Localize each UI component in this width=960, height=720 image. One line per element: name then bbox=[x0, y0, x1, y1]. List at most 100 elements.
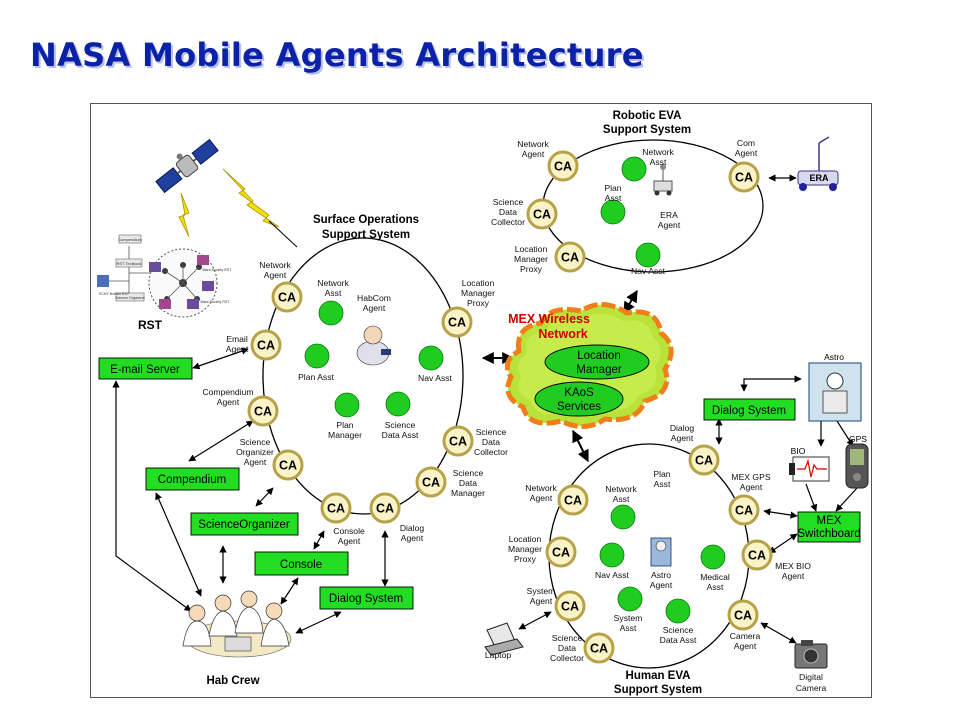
ca-node: CA bbox=[272, 449, 304, 481]
agent-label: Data bbox=[459, 478, 477, 488]
agent-label: Console bbox=[333, 526, 365, 536]
ca-node: CA bbox=[727, 599, 759, 631]
agent-label: Collector bbox=[491, 217, 525, 227]
agent-label: Network bbox=[642, 147, 674, 157]
email-server-label: E-mail Server bbox=[110, 364, 180, 376]
dialog-system-label: Dialog System bbox=[329, 593, 403, 605]
era-robot-icon: ERA bbox=[797, 136, 839, 191]
email-crew-link bbox=[112, 380, 192, 612]
agent-label: Network bbox=[525, 483, 557, 493]
ca-node: CA bbox=[320, 492, 352, 524]
human-eva-title: Human EVA bbox=[626, 670, 691, 682]
agent-label: Medical bbox=[700, 572, 730, 582]
agent-label: Nav Asst bbox=[631, 266, 666, 276]
agent-label: Data bbox=[558, 643, 576, 653]
assistant-node bbox=[621, 156, 647, 182]
ca-node: CA bbox=[369, 492, 401, 524]
ca-label: CA bbox=[278, 291, 296, 305]
agent-label: Agent bbox=[734, 641, 757, 651]
agent-labels: NetworkAgentScienceDataCollectorLocation… bbox=[202, 138, 811, 663]
agent-label: System bbox=[614, 613, 643, 623]
agent-label: MEX GPS bbox=[731, 472, 770, 482]
ca-label: CA bbox=[376, 502, 394, 516]
assistant-nodes bbox=[304, 156, 726, 624]
ca-label: CA bbox=[449, 435, 467, 449]
agent-label: Agent bbox=[530, 596, 553, 606]
gps-switch-link bbox=[835, 487, 858, 512]
compendium-link bbox=[188, 420, 254, 462]
bio-switch-link bbox=[805, 483, 818, 512]
ca-node: CA bbox=[271, 281, 303, 313]
hab-crew-label: Hab Crew bbox=[206, 675, 259, 687]
agent-label: Agent bbox=[671, 433, 694, 443]
satellite-link bbox=[268, 220, 298, 248]
agent-label: Organizer bbox=[236, 447, 274, 457]
assistant-node bbox=[635, 242, 661, 268]
robotic-eva-title: Robotic EVA bbox=[613, 110, 682, 122]
ca-node: CA bbox=[583, 632, 615, 664]
agent-label: Dialog bbox=[400, 523, 425, 533]
rst-cluster-icon: Compendium RST Textbook Mars Society RST… bbox=[97, 234, 233, 318]
rst-label: RST bbox=[138, 318, 163, 332]
assistant-node bbox=[385, 391, 411, 417]
console-label: Console bbox=[280, 559, 322, 571]
ca-node: CA bbox=[557, 484, 589, 516]
bio-monitor-icon bbox=[789, 456, 830, 482]
ca-label: CA bbox=[695, 454, 713, 468]
ca-node: CA bbox=[728, 161, 760, 193]
ca-node: CA bbox=[526, 198, 558, 230]
compendium-box bbox=[145, 467, 240, 491]
lightning-icon bbox=[222, 168, 280, 228]
bio-agent-link bbox=[768, 533, 798, 554]
rover-icon bbox=[653, 164, 673, 196]
hab-crew-icon bbox=[182, 590, 292, 658]
agent-label: Agent bbox=[264, 270, 287, 280]
agent-label: Data Asst bbox=[382, 430, 419, 440]
agent-label: Collector bbox=[550, 653, 584, 663]
assistant-node bbox=[418, 345, 444, 371]
agent-label: Astro bbox=[651, 570, 671, 580]
lightning-icon bbox=[178, 192, 190, 238]
science-organizer-link bbox=[255, 487, 274, 507]
rst-mini-label: Mars Society RST bbox=[201, 300, 231, 304]
agent-label: Agent bbox=[522, 149, 545, 159]
astro-gps-link bbox=[836, 420, 854, 447]
compendium-label: Compendium bbox=[158, 474, 226, 486]
console-crew-link bbox=[280, 577, 299, 605]
astro-device-icon bbox=[808, 362, 862, 422]
assistant-node bbox=[665, 598, 691, 624]
ca-node: CA bbox=[554, 241, 586, 273]
agent-label: Proxy bbox=[467, 298, 490, 308]
agent-label: Agent bbox=[244, 457, 267, 467]
science-organizer-box bbox=[190, 512, 299, 536]
assistant-node bbox=[334, 392, 360, 418]
mex-switchboard-label: MEX bbox=[817, 515, 842, 527]
assistant-node bbox=[318, 300, 344, 326]
ca-label: CA bbox=[254, 405, 272, 419]
mex-robotic-link bbox=[623, 289, 638, 315]
page-title: NASA Mobile Agents Architecture bbox=[30, 36, 644, 74]
astro-dialog-link bbox=[740, 375, 802, 392]
agent-label: Agent bbox=[401, 533, 424, 543]
ca-node: CA bbox=[741, 539, 773, 571]
agent-label: Compendium bbox=[202, 387, 253, 397]
agent-label: Science bbox=[552, 633, 583, 643]
mex-switchboard-label: Switchboard bbox=[797, 528, 860, 540]
laptop-icon bbox=[484, 622, 524, 656]
agent-label: Proxy bbox=[514, 554, 537, 564]
ca-node: CA bbox=[441, 306, 473, 338]
email-link bbox=[192, 347, 249, 370]
human-eva-subtitle: Support System bbox=[614, 684, 702, 696]
digital-camera-icon bbox=[794, 640, 828, 669]
agent-label: Agent bbox=[217, 397, 240, 407]
rst-mini-label: Science Organizer bbox=[115, 296, 145, 300]
assistant-node bbox=[304, 343, 330, 369]
rst-mini-label: Mars Society RST bbox=[203, 268, 233, 272]
agent-label: Nav Asst bbox=[418, 373, 453, 383]
agent-label: Agent bbox=[650, 580, 673, 590]
ca-label: CA bbox=[735, 171, 753, 185]
ca-label: CA bbox=[748, 549, 766, 563]
ca-label: CA bbox=[561, 600, 579, 614]
agent-label: Collector bbox=[474, 447, 508, 457]
